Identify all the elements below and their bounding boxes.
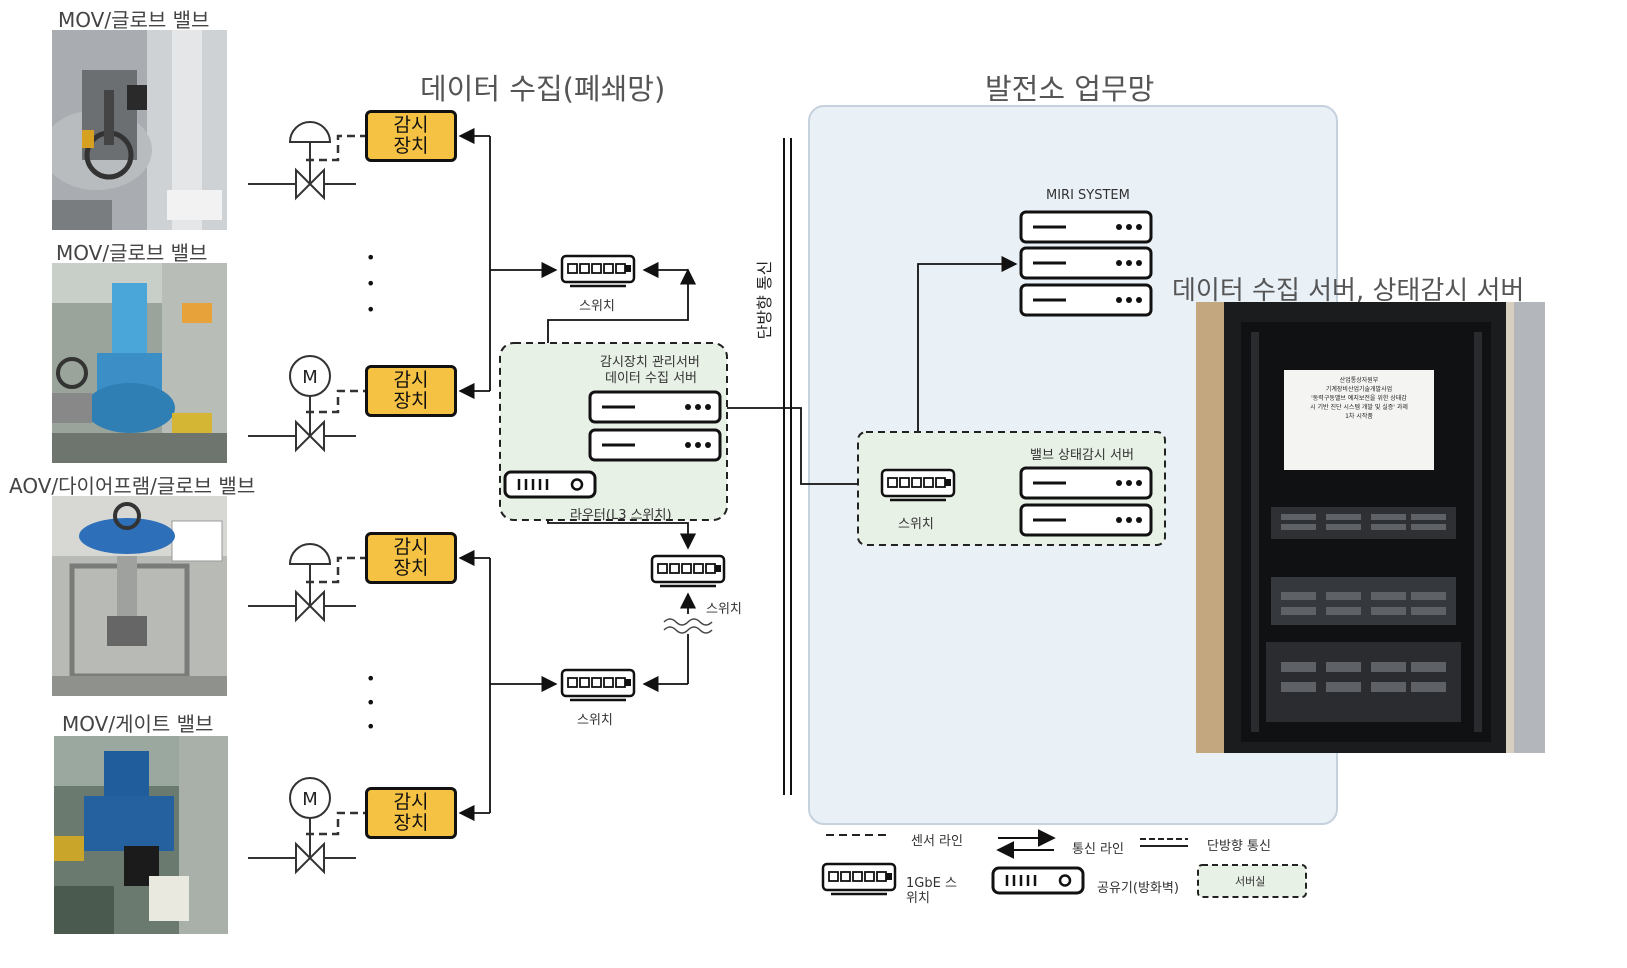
rack-sign-line: 기계장비산업기술개발사업 — [1286, 385, 1432, 394]
air-valve-symbol-1 — [248, 122, 356, 198]
legend-server-room-label: 서버실 — [1235, 873, 1265, 889]
dot: • — [366, 667, 375, 691]
switch-label-mid: 스위치 — [706, 598, 742, 617]
miri-system-label: MIRI SYSTEM — [1046, 188, 1130, 203]
dot: • — [366, 271, 375, 297]
dot: • — [366, 715, 375, 739]
valve-server-1 — [1021, 468, 1151, 498]
motor-letter-1: M — [302, 367, 318, 388]
switch-icon-bottom — [562, 670, 634, 700]
legend-sensor-label: 센서 라인 — [911, 830, 963, 849]
rack-sign-line: '동력구동밸브 예지보전을 위한 상태감 — [1286, 394, 1432, 403]
legend-router-icon — [993, 868, 1083, 893]
router-icon — [505, 472, 595, 497]
miri-server-1 — [1021, 212, 1151, 242]
collection-server-2 — [590, 430, 720, 460]
legend-router-label: 공유기(방화벽) — [1097, 877, 1179, 896]
rack-sign-text: 산업통상자원부 기계장비산업기술개발사업 '동력구동밸브 예지보전을 위한 상태… — [1286, 376, 1432, 421]
switch-label-top: 스위치 — [579, 295, 615, 314]
router-label: 라우터(L3 스위치) — [570, 504, 672, 523]
rack-sign-line: 1차 시작품 — [1286, 412, 1432, 421]
collection-server-1 — [590, 392, 720, 422]
motor-letter-2: M — [302, 789, 318, 810]
one-way-comm-label: 단방향 통신 — [751, 250, 775, 350]
collection-server-label: 데이터 수집 서버 — [605, 367, 697, 386]
server-rack-photo: 산업통상자원부 기계장비산업기술개발사업 '동력구동밸브 예지보전을 위한 상태… — [1196, 302, 1545, 753]
rack-sign-line: 산업통상자원부 — [1286, 376, 1432, 385]
valve-server-2 — [1021, 505, 1151, 535]
legend-switch-icon — [823, 864, 895, 894]
miri-server-2 — [1021, 248, 1151, 278]
dot: • — [366, 691, 375, 715]
ellipsis-dots-top: ••• — [366, 245, 375, 323]
dot: • — [366, 245, 375, 271]
switch-label-plant: 스위치 — [898, 513, 934, 532]
ellipsis-dots-bottom: ••• — [366, 667, 375, 739]
dot: • — [366, 297, 375, 323]
legend-oneway-label: 단방향 통신 — [1207, 835, 1271, 854]
switch-icon-top — [562, 256, 634, 286]
rack-sign-line: 시 기반 진단 시스템 개발 및 실증' 과제 — [1286, 403, 1432, 412]
air-valve-symbol-2 — [248, 544, 356, 620]
valve-server-label: 밸브 상태감시 서버 — [1030, 444, 1134, 463]
switch-icon-plant — [882, 470, 954, 500]
legend-switch-label: 1GbE 스위치 — [906, 876, 968, 906]
switch-label-bottom: 스위치 — [577, 709, 613, 728]
legend-comm-label: 통신 라인 — [1072, 838, 1124, 857]
miri-server-3 — [1021, 285, 1151, 315]
switch-icon-mid — [652, 556, 724, 586]
